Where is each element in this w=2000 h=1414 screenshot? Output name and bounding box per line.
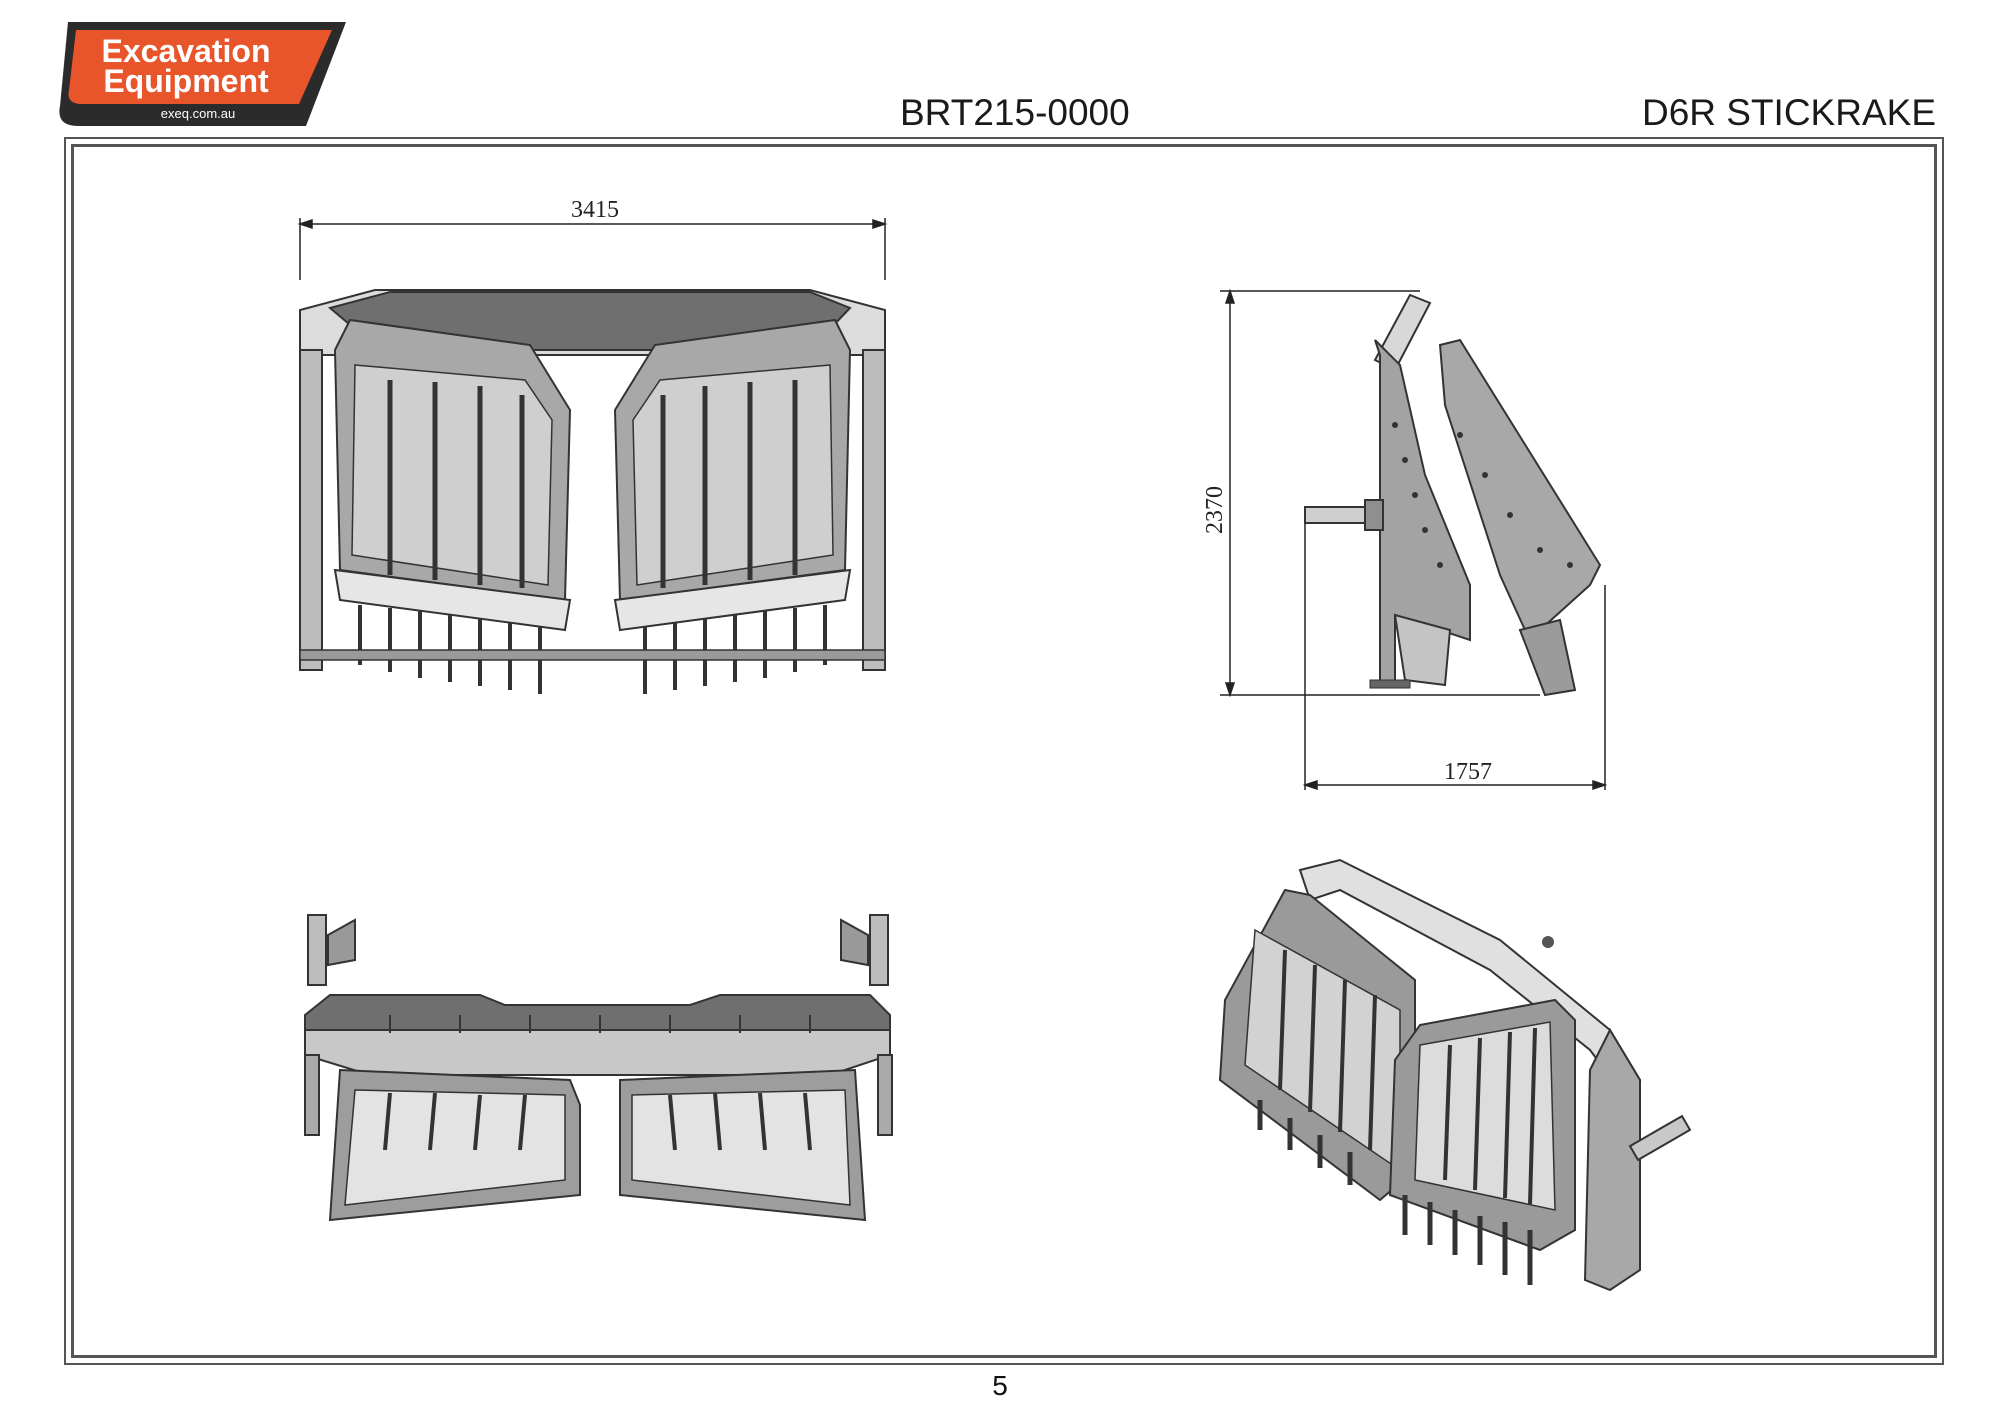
drawing-frame-inner xyxy=(71,144,1937,1358)
height-dimension-line xyxy=(1220,288,1540,698)
part-number: BRT215-0000 xyxy=(900,92,1130,133)
logo-line-1: Excavation xyxy=(102,33,271,69)
excavation-equipment-logo: Excavation Equipment exeq.com.au xyxy=(59,22,346,126)
page-number: 5 xyxy=(992,1370,1008,1401)
width-dimension-label: 3415 xyxy=(571,197,619,223)
depth-dimension-line xyxy=(1302,520,1608,791)
width-dimension-line xyxy=(297,218,888,280)
depth-dimension-label: 1757 xyxy=(1444,759,1492,785)
isometric-view-drawing xyxy=(1218,858,1692,1292)
side-view-drawing: 2370 1757 xyxy=(1202,288,1608,791)
drawing-frame-outer xyxy=(64,137,1944,1365)
logo-line-2: Equipment xyxy=(103,63,269,99)
height-dimension-label: 2370 xyxy=(1202,486,1228,534)
top-view-drawing xyxy=(304,914,893,1222)
product-name: D6R STICKRAKE xyxy=(1641,92,1936,133)
front-view-drawing: 3415 xyxy=(297,197,888,694)
logo-url: exeq.com.au xyxy=(161,106,235,121)
